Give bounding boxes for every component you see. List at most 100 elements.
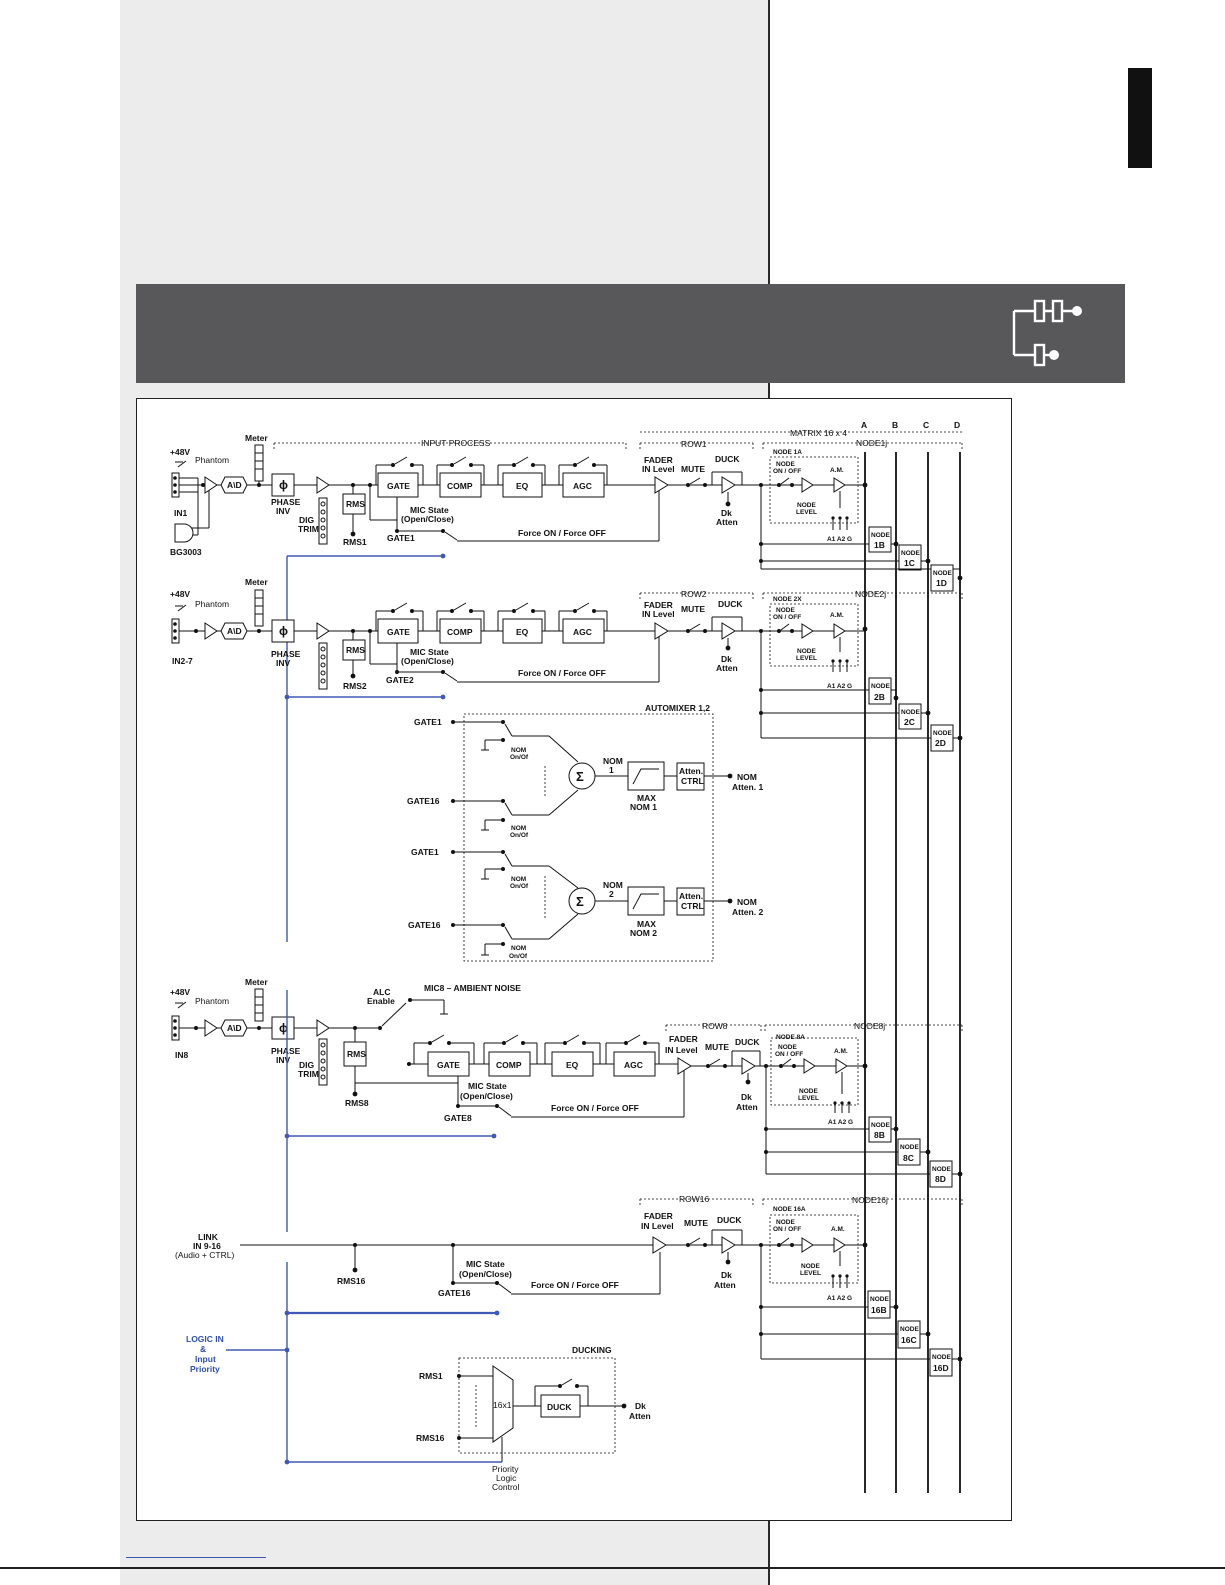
svg-text:NODE8j: NODE8j: [854, 1021, 885, 1031]
svg-text:NODE: NODE: [870, 1296, 889, 1303]
process-block-eq: EQ: [544, 1034, 601, 1077]
svg-text:NODE: NODE: [900, 1326, 919, 1333]
svg-text:GATE: GATE: [387, 481, 410, 491]
svg-text:INV: INV: [276, 506, 291, 516]
node-1b: [868, 526, 892, 553]
svg-text:RMS16: RMS16: [416, 1433, 445, 1443]
svg-text:16B: 16B: [871, 1305, 887, 1315]
svg-text:NODE: NODE: [797, 648, 816, 655]
svg-text:Atten.: Atten.: [679, 891, 703, 901]
process-block-gate: GATE: [375, 602, 424, 644]
svg-text:RMS16: RMS16: [337, 1276, 366, 1286]
svg-text:16x1: 16x1: [493, 1400, 512, 1410]
svg-text:COMP: COMP: [496, 1060, 522, 1070]
svg-text:8D: 8D: [935, 1174, 946, 1184]
duck-triangle: [721, 476, 736, 494]
svg-text:Σ: Σ: [576, 769, 584, 784]
svg-text:A\D: A\D: [227, 1023, 242, 1033]
automixer-section: AUTOMIXER 1,2 GATE1 NOM On/Of GATE16 NOM…: [407, 703, 763, 962]
svg-text:FADER: FADER: [644, 1211, 673, 1221]
svg-text:(Open/Close): (Open/Close): [460, 1091, 513, 1101]
svg-text:+48V: +48V: [170, 589, 190, 599]
svg-text:Force ON / Force OFF: Force ON / Force OFF: [551, 1103, 639, 1113]
svg-text:Atten.: Atten.: [679, 766, 703, 776]
svg-text:NOM: NOM: [511, 876, 526, 883]
matrix-col-a: A: [861, 420, 867, 430]
svg-text:Control: Control: [492, 1482, 520, 1492]
svg-text:Force ON / Force OFF: Force ON / Force OFF: [518, 528, 606, 538]
xlr-input-connector: [171, 472, 210, 536]
svg-text:LOGIC IN: LOGIC IN: [186, 1334, 224, 1344]
svg-text:LEVEL: LEVEL: [800, 1270, 821, 1277]
svg-text:NODE: NODE: [871, 683, 890, 690]
svg-text:GATE: GATE: [437, 1060, 460, 1070]
svg-text:Enable: Enable: [367, 996, 395, 1006]
svg-text:NOM: NOM: [603, 756, 623, 766]
svg-text:A\D: A\D: [227, 480, 242, 490]
svg-text:INV: INV: [276, 1055, 291, 1065]
svg-text:NODE: NODE: [901, 709, 920, 716]
svg-text:NOM 2: NOM 2: [630, 928, 657, 938]
svg-text:AGC: AGC: [624, 1060, 643, 1070]
svg-text:1B: 1B: [874, 540, 885, 550]
svg-text:Dk: Dk: [635, 1401, 646, 1411]
rms-detector: [342, 493, 366, 515]
svg-text:ALC: ALC: [373, 987, 390, 997]
svg-text:Meter: Meter: [245, 577, 268, 587]
svg-text:+48V: +48V: [170, 987, 190, 997]
svg-text:On/Of: On/Of: [510, 832, 529, 839]
max-nom-block-2: [627, 886, 665, 916]
svg-text:Logic: Logic: [496, 1473, 517, 1483]
svg-text:ϕ: ϕ: [279, 478, 288, 492]
process-block-comp: COMP: [483, 1034, 538, 1077]
svg-text:ϕ: ϕ: [279, 624, 288, 638]
svg-text:DIG: DIG: [299, 515, 315, 525]
node-2b: [868, 677, 892, 705]
svg-text:RMS2: RMS2: [343, 681, 367, 691]
matrix-buses: [864, 452, 961, 1493]
section-tab-marker: [1128, 68, 1152, 168]
svg-text:16D: 16D: [933, 1363, 949, 1373]
svg-text:NODE: NODE: [799, 1088, 818, 1095]
svg-text:IN Level: IN Level: [665, 1045, 698, 1055]
footer-rule: [0, 1567, 1225, 1569]
section-banner: [136, 284, 1125, 383]
svg-text:Dk: Dk: [721, 1270, 732, 1280]
svg-text:IN Level: IN Level: [641, 1221, 674, 1231]
svg-text:A1 A2 G: A1 A2 G: [827, 536, 852, 543]
row1-label: ROW1: [681, 439, 707, 449]
input-label-in1: IN1: [174, 508, 188, 518]
svg-text:Dk: Dk: [721, 654, 732, 664]
input-label-in8: IN8: [175, 1050, 189, 1060]
svg-text:(Open/Close): (Open/Close): [401, 514, 454, 524]
svg-text:GATE: GATE: [387, 627, 410, 637]
matrix-title: MATRIX 16 x 4: [790, 428, 847, 438]
svg-text:Priority: Priority: [492, 1464, 519, 1474]
svg-text:LEVEL: LEVEL: [796, 509, 817, 516]
max-nom-block-1: [627, 761, 665, 791]
svg-text:MIC State: MIC State: [410, 505, 449, 515]
node-1c: [898, 544, 922, 571]
svg-text:LEVEL: LEVEL: [796, 655, 817, 662]
svg-text:1C: 1C: [904, 558, 915, 568]
svg-text:EQ: EQ: [566, 1060, 579, 1070]
logic-in-label: LOGIC IN & Input Priority: [186, 1334, 290, 1374]
svg-text:NODE: NODE: [871, 532, 890, 539]
preamp-triangle: [204, 476, 218, 494]
svg-text:LINK: LINK: [198, 1232, 219, 1242]
svg-text:Atten. 1: Atten. 1: [732, 782, 763, 792]
svg-text:A\D: A\D: [227, 626, 242, 636]
svg-text:GATE2: GATE2: [386, 675, 414, 685]
process-block-comp: COMP: [436, 602, 485, 644]
svg-text:Atten: Atten: [736, 1102, 758, 1112]
node-1a-box: [769, 456, 859, 524]
svg-text:Atten: Atten: [716, 663, 738, 673]
svg-text:8C: 8C: [903, 1153, 914, 1163]
svg-text:NOM: NOM: [737, 772, 757, 782]
svg-text:A.M.: A.M.: [834, 1048, 848, 1055]
svg-text:ROW8: ROW8: [702, 1021, 728, 1031]
footer-link-underline: [126, 1557, 266, 1558]
matrix-col-c: C: [923, 420, 929, 430]
svg-text:NOM 1: NOM 1: [630, 802, 657, 812]
phase-invert-block: ϕ: [271, 473, 295, 497]
